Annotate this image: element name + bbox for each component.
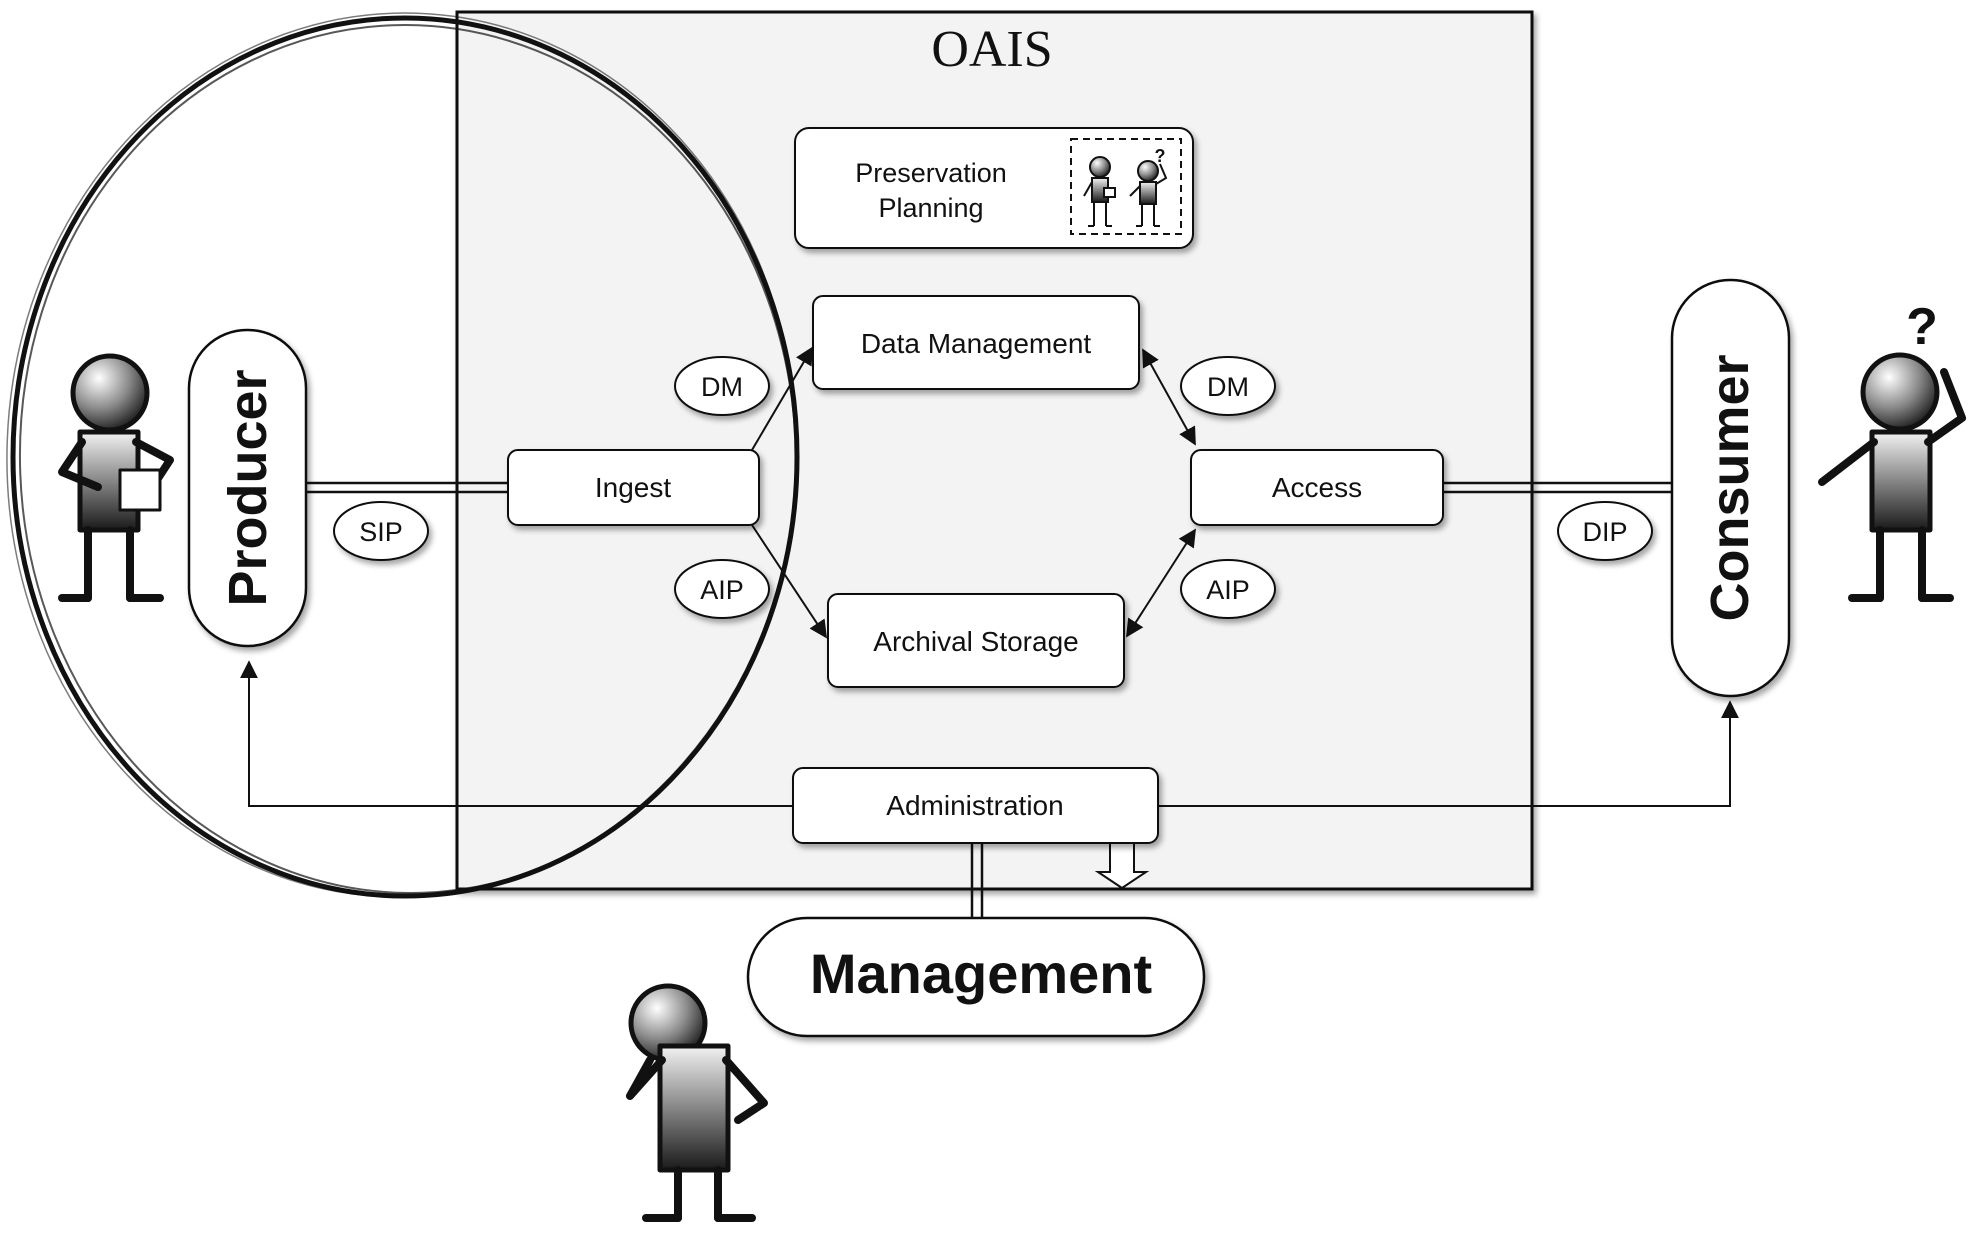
data-management-label: Data Management: [861, 328, 1092, 359]
administration-label: Administration: [886, 790, 1063, 821]
aip-right-badge: AIP: [1180, 559, 1276, 619]
svg-text:DM: DM: [1207, 372, 1249, 402]
dm-right-badge: DM: [1180, 356, 1276, 416]
consumer-label: Consumer: [1700, 354, 1760, 621]
preservation-planning-box[interactable]: Preservation Planning ?: [794, 127, 1194, 249]
producer-pill[interactable]: Producer: [187, 328, 308, 648]
svg-text:DM: DM: [701, 372, 743, 402]
administration-to-producer-arrow: [240, 660, 793, 807]
access-consumer-link: [1443, 481, 1672, 494]
data-management-access-arrow: [1142, 348, 1196, 446]
ingest-to-archival-storage-arrow: [751, 524, 827, 639]
preservation-planning-label-line2: Planning: [878, 193, 983, 223]
archival-storage-access-arrow: [1126, 528, 1196, 638]
administration-to-consumer-arrow: [1158, 700, 1739, 807]
sip-badge: SIP: [333, 501, 429, 561]
hollow-down-arrow-icon: [1094, 839, 1150, 890]
svg-text:AIP: AIP: [1206, 575, 1250, 605]
mini-actors-frame: [1070, 138, 1182, 235]
mini-question-mark: ?: [1155, 146, 1166, 166]
ingest-to-data-management-arrow: [751, 346, 813, 451]
consumer-pill[interactable]: Consumer: [1670, 278, 1791, 698]
producer-ingest-link: [306, 481, 508, 494]
preservation-planning-label-line1: Preservation: [855, 158, 1007, 188]
dip-badge: DIP: [1557, 501, 1653, 561]
ingest-label: Ingest: [595, 472, 671, 503]
producer-figure-icon: [58, 353, 174, 602]
data-management-box[interactable]: Data Management: [812, 295, 1140, 390]
administration-box[interactable]: Administration: [792, 767, 1159, 844]
svg-text:DIP: DIP: [1582, 517, 1627, 547]
archival-storage-label: Archival Storage: [873, 626, 1078, 657]
svg-text:AIP: AIP: [700, 575, 744, 605]
highlight-ellipse: [6, 12, 800, 899]
consumer-question-mark: ?: [1906, 298, 1938, 356]
access-label: Access: [1272, 472, 1362, 503]
access-box[interactable]: Access: [1190, 449, 1444, 526]
ingest-box[interactable]: Ingest: [507, 449, 760, 526]
mini-consumer-icon: [1129, 160, 1168, 227]
oais-title: OAIS: [931, 21, 1052, 78]
management-pill[interactable]: Management: [746, 916, 1206, 1038]
administration-management-link: [970, 843, 984, 918]
management-label: Management: [810, 942, 1152, 1005]
aip-left-badge: AIP: [674, 559, 770, 619]
mini-producer-icon: [1083, 156, 1116, 227]
archival-storage-box[interactable]: Archival Storage: [827, 593, 1125, 688]
consumer-figure-icon: [1818, 352, 1966, 602]
management-figure-icon: [626, 983, 768, 1222]
svg-text:SIP: SIP: [359, 517, 403, 547]
producer-label: Producer: [218, 369, 278, 606]
dm-left-badge: DM: [674, 356, 770, 416]
